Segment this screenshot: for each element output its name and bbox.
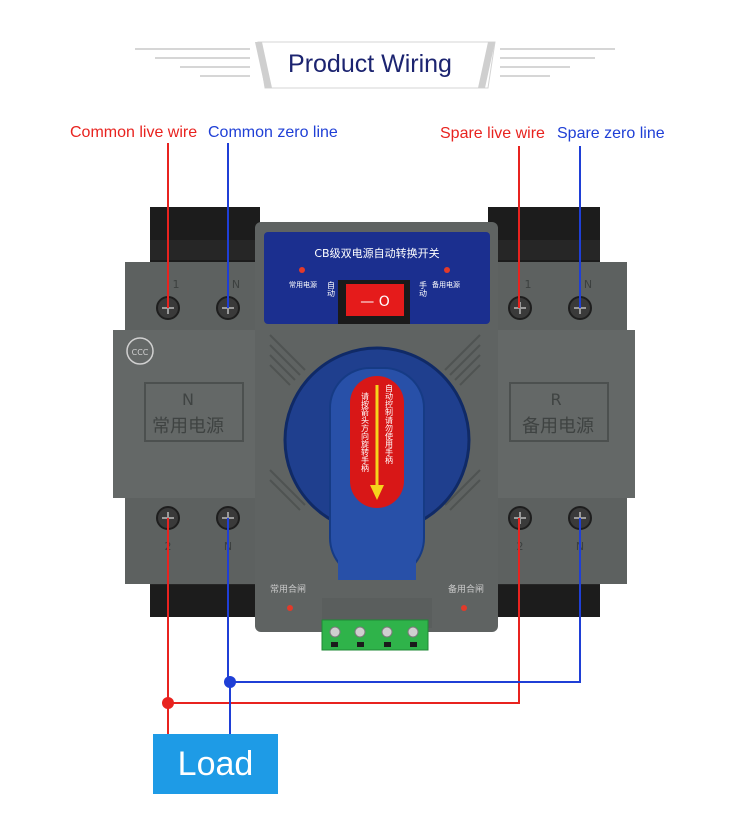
- ccc-mark-text: CCC: [132, 348, 149, 357]
- bottom-left-led: [287, 605, 293, 611]
- arrow-down-icon: [370, 485, 384, 500]
- terminal-top-left-n: N: [232, 278, 240, 291]
- label-common-live: Common live wire: [70, 124, 198, 141]
- rocker-switch[interactable]: [346, 284, 404, 316]
- left-indicator-label: 常用电源: [289, 280, 317, 289]
- live-output-wire: [167, 518, 520, 704]
- live-junction-dot: [162, 697, 174, 709]
- terminal-top-right-1: 1: [525, 278, 532, 291]
- terminal-top-right-n: N: [584, 278, 592, 291]
- panel-title: CB级双电源自动转换开关: [314, 246, 439, 260]
- ccc-mark: [126, 337, 154, 365]
- left-side-text: 常用电源: [152, 416, 224, 437]
- page-title: Product Wiring: [288, 50, 452, 78]
- label-spare-live: Spare live wire: [440, 125, 545, 142]
- left-side-letter: N: [182, 390, 194, 409]
- bottom-right-led: [461, 605, 467, 611]
- control-panel: [264, 232, 490, 324]
- handle-text-left: 请按箭头方向旋转手柄: [361, 391, 370, 473]
- terminal-top-left-1: 1: [173, 278, 180, 291]
- right-side-text: 备用电源: [522, 416, 594, 437]
- right-indicator-led: [444, 267, 450, 273]
- label-spare-zero: Spare zero line: [557, 125, 665, 142]
- mode-auto-label: 自动: [327, 280, 336, 298]
- zero-junction-dot: [224, 676, 236, 688]
- header-decoration: [135, 41, 615, 89]
- bottom-left-label: 常用合闸: [270, 583, 306, 595]
- handle-text-right: 自动控制请勿使用手柄: [385, 383, 394, 465]
- right-indicator-label: 备用电源: [432, 280, 460, 289]
- zero-output-wire: [227, 518, 581, 683]
- left-indicator-led: [299, 267, 305, 273]
- right-side-letter: R: [550, 390, 561, 409]
- mode-manual-label: 手动: [419, 280, 428, 298]
- load-box: Load: [153, 734, 278, 794]
- label-common-zero: Common zero line: [208, 124, 338, 141]
- rocker-switch-symbols: — O: [360, 294, 389, 310]
- bottom-right-label: 备用合闸: [448, 583, 484, 595]
